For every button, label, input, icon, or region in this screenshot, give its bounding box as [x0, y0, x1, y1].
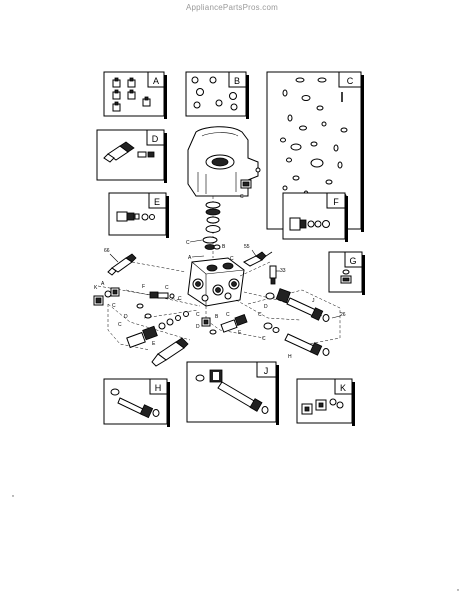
kit-e-valve [116, 211, 155, 222]
callout-c-housing: C [240, 194, 244, 200]
kit-h-box[interactable]: H [103, 378, 170, 427]
kit-e-label: E [154, 197, 160, 207]
kit-f-box[interactable]: F [282, 192, 348, 242]
callout-h-right: H [288, 354, 292, 360]
lower-center-valve [201, 314, 248, 335]
callout-c-right: C [258, 312, 262, 318]
pump-housing[interactable] [187, 126, 261, 197]
callout-66: 66 [104, 248, 110, 254]
left-unloader-assembly [126, 303, 189, 367]
kit-a-fittings [112, 77, 151, 112]
callout-d-mid: D [196, 324, 200, 330]
kit-d-valve [103, 141, 155, 163]
callout-c-mid2: C [226, 312, 230, 318]
kit-g-box[interactable]: G [328, 251, 365, 295]
stray-dot [457, 589, 459, 591]
callout-c-side: C [230, 256, 234, 262]
callout-j-right: J [312, 298, 315, 304]
callout-c-l1: C [165, 285, 169, 291]
callout-b-upper: B [222, 244, 226, 250]
callout-55: 55 [244, 244, 250, 250]
kit-h-label: H [155, 383, 162, 393]
kit-k-box[interactable]: K [296, 378, 355, 426]
callout-e-left: E [152, 341, 156, 347]
kit-b-seals [191, 76, 238, 111]
kit-g-label: G [349, 256, 356, 266]
callout-a-upper: A [188, 255, 192, 261]
kit-k-fittings [301, 398, 344, 415]
callout-e-mid: E [238, 330, 242, 336]
kit-b-label: B [234, 76, 240, 86]
kit-d-label: D [152, 134, 159, 144]
callout-d-right: D [264, 304, 268, 310]
pump-manifold[interactable] [187, 257, 245, 307]
stray-dot [12, 495, 14, 497]
kit-d-box[interactable]: D [96, 129, 167, 183]
thermal-relief-valve [107, 253, 137, 276]
outlet-nipple-33 [269, 265, 277, 285]
left-inlet-fittings [93, 287, 120, 306]
watermark-text: AppliancePartsPros.com [186, 3, 278, 12]
kit-h-piston [110, 388, 160, 419]
kit-k-label: K [340, 383, 346, 393]
callout-f-left: F [142, 284, 145, 290]
kit-g-plug [340, 269, 352, 284]
kit-a-label: A [153, 76, 159, 86]
kit-j-box[interactable]: J [186, 361, 279, 425]
kit-f-label: F [333, 197, 339, 207]
left-check-valve-f [149, 291, 175, 299]
kit-f-valve [289, 217, 330, 231]
callout-a-left: A [101, 281, 105, 287]
right-piston-h [263, 322, 330, 356]
callout-c-right2: C [262, 336, 266, 342]
callout-c-upper: C [186, 240, 190, 246]
kit-j-label: J [264, 366, 269, 376]
right-piston-j [265, 288, 330, 322]
kit-c-label: C [347, 76, 354, 86]
callout-26: 26 [340, 312, 346, 318]
kit-c-orings [280, 77, 348, 199]
callout-labels: C C B A C 66 55 33 26 K A C F C C C D E … [94, 194, 346, 360]
kit-j-piston [195, 369, 269, 414]
callout-k-left: K [94, 285, 98, 291]
callout-c-mid: C [196, 312, 200, 318]
callout-c-l3: C [118, 322, 122, 328]
pressure-switch [243, 251, 273, 267]
kit-a-box[interactable]: A [103, 71, 167, 119]
callout-d-left: D [124, 314, 128, 320]
kit-b-box[interactable]: B [185, 71, 249, 119]
plunger-seal-stack [202, 196, 221, 258]
callout-c-left: C [112, 303, 116, 309]
callout-b-mid: B [215, 314, 219, 320]
callout-33: 33 [280, 268, 286, 274]
kit-e-box[interactable]: E [108, 192, 169, 238]
callout-c-l2: C [178, 296, 182, 302]
